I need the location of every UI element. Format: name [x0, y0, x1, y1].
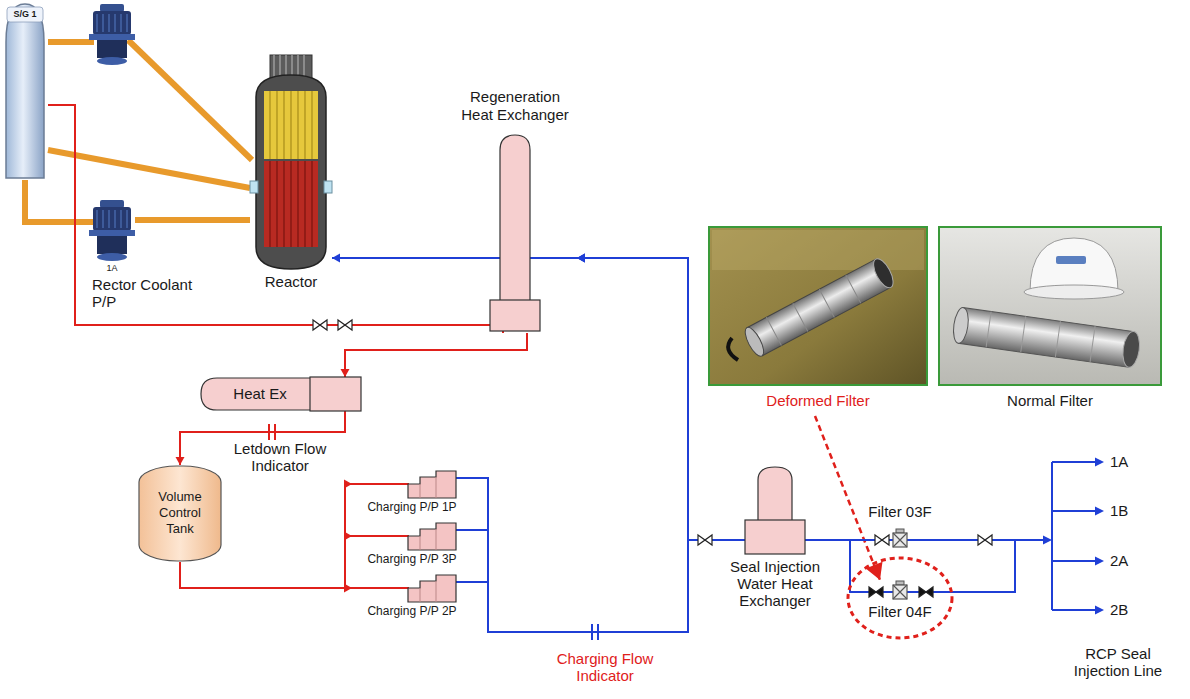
reactor-vessel: Reactor — [250, 55, 332, 295]
filter-photo-shape — [938, 226, 1162, 416]
letdown-heat-exchanger: Heat Ex — [200, 377, 362, 411]
equipment-label: Filter 03F — [860, 503, 940, 521]
filter-photo: Normal Filter — [938, 226, 1162, 416]
pipe-connector — [210, 220, 250, 221]
equipment-label: Heat Ex — [210, 385, 310, 403]
arrowhead — [577, 254, 585, 263]
pipe-line — [345, 333, 527, 377]
equipment-label: Reactor — [250, 273, 332, 291]
pipe-line — [48, 150, 250, 188]
equipment-label: Charging P/P 3P — [352, 552, 472, 567]
pipe-connector — [472, 530, 720, 632]
pipe-line — [472, 478, 720, 632]
pipe-connector — [815, 416, 882, 580]
pipe-line — [830, 540, 860, 592]
equipment-label: 1A — [95, 263, 129, 274]
seal-injection-heat-exchanger: Seal Injection Water Heat Exchanger — [720, 462, 830, 612]
valve-symbol — [313, 320, 327, 330]
seal-line-label: 1A — [1110, 453, 1150, 471]
regenerative-heat-exchanger: Regeneration Heat Exchanger — [453, 88, 577, 333]
arrowhead — [176, 457, 185, 465]
arrowhead — [332, 254, 340, 263]
equipment-label: Volume Control Tank — [147, 489, 213, 537]
pipe-connector — [332, 254, 453, 263]
flow-arrowhead — [1095, 507, 1104, 516]
valve-symbol — [338, 320, 352, 330]
equipment-label: Deformed Filter — [708, 392, 928, 410]
pipe-line — [472, 530, 720, 632]
arrowhead — [344, 532, 352, 541]
seal-injection-pipe — [940, 462, 1096, 610]
equipment-label: S/G 1 — [2, 9, 48, 20]
equipment-label: Charging P/P 1P — [352, 500, 472, 515]
pipe-line — [472, 540, 720, 632]
equipment-label: Normal Filter — [938, 392, 1162, 410]
arrowhead — [344, 480, 352, 489]
seal-line-label: 2B — [1110, 601, 1150, 619]
reactor-coolant-pump-icon — [89, 4, 135, 65]
pipe-connector — [341, 333, 528, 377]
seal-line-label: 2A — [1110, 552, 1150, 570]
seal-filter: Filter 03F — [860, 503, 940, 553]
volume-control-tank: Volume Control Tank — [138, 465, 222, 562]
pipe-connector — [472, 540, 720, 632]
pipe-line — [815, 416, 880, 580]
seal-line-label: 1B — [1110, 502, 1150, 520]
valve-symbol — [698, 535, 712, 545]
highlight-circle — [848, 558, 952, 638]
pipe-connector — [48, 150, 250, 188]
flow-indicator-label: Letdown Flow Indicator — [220, 440, 340, 474]
coolant-loop-pipe — [48, 39, 94, 45]
arrowhead — [577, 254, 585, 263]
equipment-label: Seal Injection Water Heat Exchanger — [720, 558, 830, 609]
pipe-connector — [830, 540, 860, 592]
pipe-line — [332, 257, 453, 259]
charging-pump: Charging P/P 1P — [352, 470, 472, 518]
flow-indicator-label: Charging Flow Indicator — [542, 650, 668, 684]
reactor-vessel-shape — [250, 55, 332, 295]
pipe-connector — [180, 562, 352, 593]
pipe-connector — [472, 478, 720, 632]
pipe-line — [472, 258, 688, 632]
pipe-line — [180, 562, 352, 588]
line-title-label: RCP Seal Injection Line — [1062, 645, 1174, 679]
pipe-line — [472, 258, 688, 632]
filter-photo-shape — [708, 226, 928, 416]
arrowhead — [344, 584, 352, 593]
valve-symbol — [978, 535, 992, 545]
seal-filter: Filter 04F — [860, 580, 940, 622]
flow-orifice-symbol — [592, 624, 598, 640]
equipment-label: Filter 04F — [860, 603, 940, 621]
equipment-label: Regeneration Heat Exchanger — [453, 88, 577, 124]
steam-generator-shape — [2, 2, 48, 180]
flow-arrowhead — [1095, 458, 1104, 467]
flow-arrowhead — [1095, 606, 1104, 615]
equipment-label: Rector Coolant P/P — [92, 276, 204, 310]
filter-photo: Deformed Filter — [708, 226, 928, 416]
pipe-connector — [472, 254, 688, 633]
flow-arrowhead — [1095, 557, 1104, 566]
flow-arrowhead — [1043, 536, 1052, 545]
arrowhead — [341, 369, 350, 377]
charging-pump: Charging P/P 2P — [352, 574, 472, 622]
equipment-label: Charging P/P 2P — [352, 604, 472, 619]
pipe-connector — [472, 254, 688, 633]
reactor-coolant-pump: 1A Rector Coolant P/P — [85, 200, 210, 312]
flow-orifice-symbol — [269, 424, 275, 440]
coolant-loop-pipe — [128, 40, 252, 160]
steam-generator: S/G 1 — [2, 2, 48, 180]
pipe-line — [210, 217, 250, 223]
charging-pump: Charging P/P 3P — [352, 522, 472, 570]
pipe-line — [472, 258, 688, 632]
pipe-connector — [472, 254, 688, 633]
arrowhead — [577, 254, 585, 263]
regenerative-heat-exchanger-shape — [453, 88, 577, 333]
